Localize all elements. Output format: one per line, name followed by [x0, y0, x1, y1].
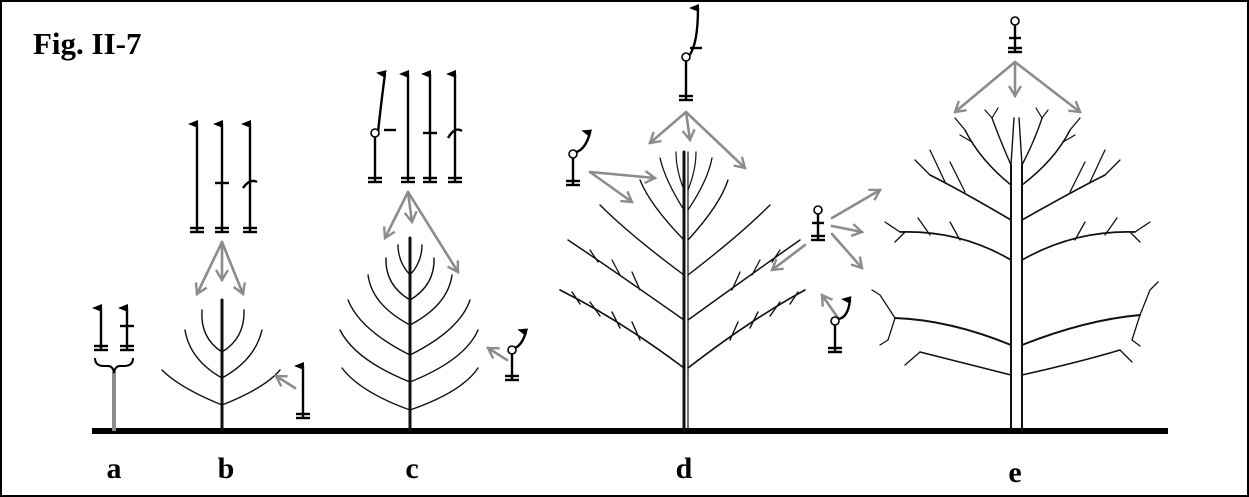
grey-pointer-arrow-icon — [385, 190, 460, 272]
arrow-symbol-icon — [294, 362, 310, 420]
arrow-symbol-icon — [118, 304, 134, 352]
curved-arrow-symbol-icon — [679, 4, 702, 102]
stage-label-d: d — [675, 452, 693, 485]
grey-pointer-arrow-icon — [588, 172, 655, 202]
brace-icon — [94, 357, 134, 374]
figure-title: Fig. II-7 — [33, 26, 142, 61]
arrow-symbol-icon — [446, 70, 463, 184]
arrow-symbol-icon — [241, 120, 258, 234]
arrow-symbol-icon — [92, 304, 108, 352]
stage-label-b: b — [217, 452, 235, 485]
grey-pointer-arrow-icon — [276, 374, 297, 390]
circle-topped-stem-icon — [811, 205, 825, 242]
arrow-symbol-icon — [188, 120, 204, 234]
stage-c-group — [339, 70, 529, 432]
grey-pointer-arrow-icon — [772, 190, 880, 320]
tree-b — [161, 298, 281, 432]
grey-pointer-arrow-icon — [488, 346, 509, 362]
curved-arrow-symbol-icon — [368, 70, 387, 184]
stage-e-group — [871, 16, 1159, 431]
grey-pointer-arrow-icon — [197, 240, 243, 294]
tree-c — [339, 236, 479, 432]
tree-e — [871, 107, 1159, 431]
curved-arrow-symbol-icon — [566, 129, 593, 187]
tree-d — [559, 150, 806, 432]
stage-label-a: a — [106, 452, 122, 485]
grey-pointer-arrow-icon — [955, 60, 1080, 112]
arrow-symbol-icon — [213, 120, 229, 234]
stage-a-group — [92, 304, 134, 431]
arrow-symbol-icon — [384, 70, 415, 184]
circle-topped-stem-icon — [1008, 16, 1022, 54]
stage-label-c: c — [405, 452, 419, 485]
grey-pointer-arrow-icon — [650, 110, 745, 168]
arrow-symbol-icon — [421, 70, 437, 184]
stage-b-group — [161, 120, 310, 432]
curved-arrow-symbol-icon — [505, 328, 529, 382]
stage-label-e: e — [1008, 456, 1022, 489]
stage-d-group — [559, 4, 880, 432]
curved-arrow-symbol-icon — [828, 296, 852, 354]
